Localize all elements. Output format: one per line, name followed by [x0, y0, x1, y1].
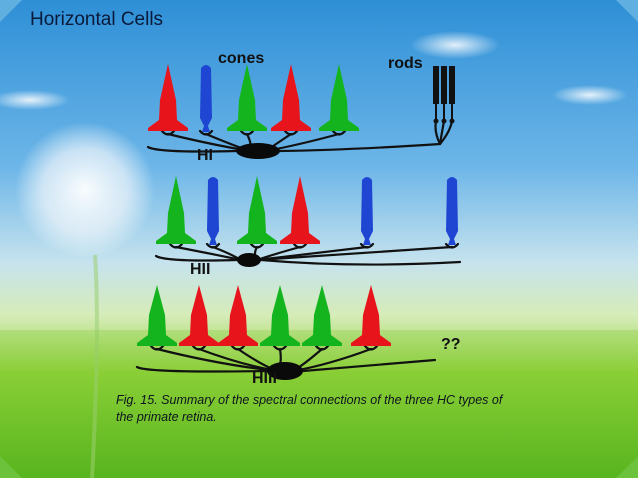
cone-red	[148, 64, 188, 131]
cone-green	[319, 64, 359, 131]
dendrite	[176, 247, 241, 260]
label-unknown: ??	[441, 336, 461, 354]
cone-blue	[207, 177, 219, 245]
cone-green	[156, 176, 196, 244]
cone-red	[351, 285, 391, 346]
cone-green	[302, 285, 342, 346]
cone-blue	[361, 177, 373, 245]
soma-hii	[237, 253, 261, 267]
figure-caption: Fig. 15. Summary of the spectral connect…	[116, 392, 516, 426]
label-rods: rods	[388, 55, 423, 73]
cone-green	[237, 176, 277, 244]
label-hiii: HIII	[252, 370, 277, 388]
cone-red	[271, 64, 311, 131]
rod	[433, 66, 439, 124]
cone-blue	[446, 177, 458, 245]
soma-hi	[236, 143, 280, 159]
rod	[449, 66, 455, 124]
cone-red	[179, 285, 219, 346]
rod-connection	[436, 121, 441, 144]
rod	[441, 66, 447, 124]
cone-red	[218, 285, 258, 346]
axon	[261, 260, 460, 265]
cone-red	[280, 176, 320, 244]
dendrite-left	[148, 147, 236, 152]
label-hi: HI	[197, 147, 213, 165]
cone-green	[227, 64, 267, 131]
cone-green	[137, 285, 177, 346]
cone-blue	[200, 65, 212, 132]
cone-green	[260, 285, 300, 346]
label-hii: HII	[190, 261, 210, 279]
axon	[280, 144, 440, 151]
slide-title: Horizontal Cells	[30, 9, 163, 31]
label-cones: cones	[218, 50, 264, 68]
